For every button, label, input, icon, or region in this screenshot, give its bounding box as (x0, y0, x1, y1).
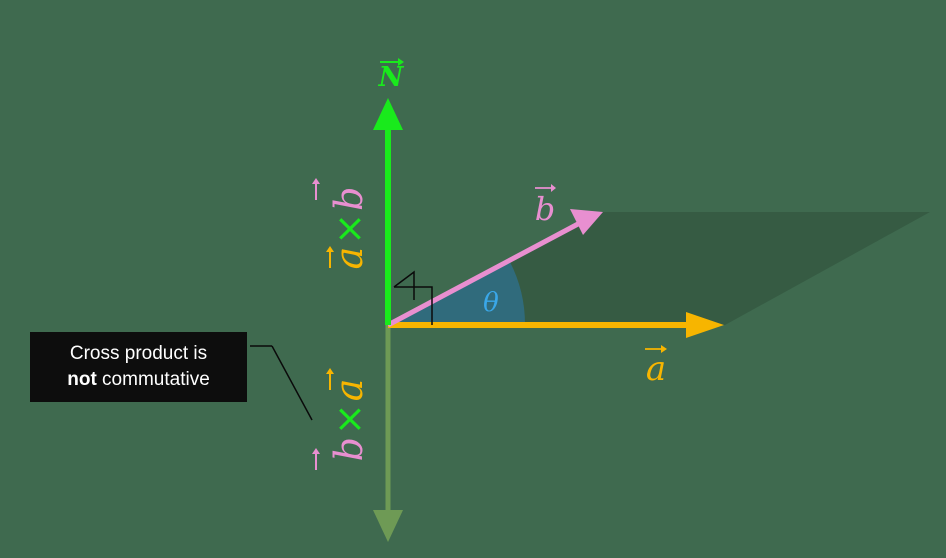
svg-text:a: a (646, 349, 666, 389)
svg-text:a×b: a×b (327, 187, 371, 270)
right-angle-mark-1 (394, 286, 433, 325)
normal-arrowhead (373, 98, 403, 130)
callout-line-1: Cross product is (69, 343, 208, 364)
vector-a-arrowhead (686, 312, 724, 338)
b-cross-a-arrowhead (373, 510, 403, 542)
a-cross-b-label: a×b (312, 178, 371, 269)
vector-b-arrowhead (570, 209, 603, 235)
right-angle-mark-2 (393, 270, 415, 300)
vector-b-shaft (386, 221, 580, 328)
commutativity-callout: Cross product is not commutative (30, 332, 247, 402)
b-cross-a-label: b×a (312, 368, 371, 470)
callout-leader-diagonal (271, 345, 313, 421)
callout-line-2: not commutative (30, 367, 247, 393)
normal-label: N (378, 58, 405, 93)
callout-line-2-rest: commutative (96, 369, 210, 390)
theta-label: θ (483, 288, 499, 318)
vector-a-label: a (645, 345, 667, 389)
svg-text:N: N (378, 62, 405, 93)
svg-text:b×a: b×a (327, 379, 371, 462)
vector-b-label: b (535, 184, 556, 228)
parallelogram (388, 212, 930, 325)
svg-text:b: b (535, 190, 555, 228)
callout-bold-word: not (67, 369, 97, 390)
